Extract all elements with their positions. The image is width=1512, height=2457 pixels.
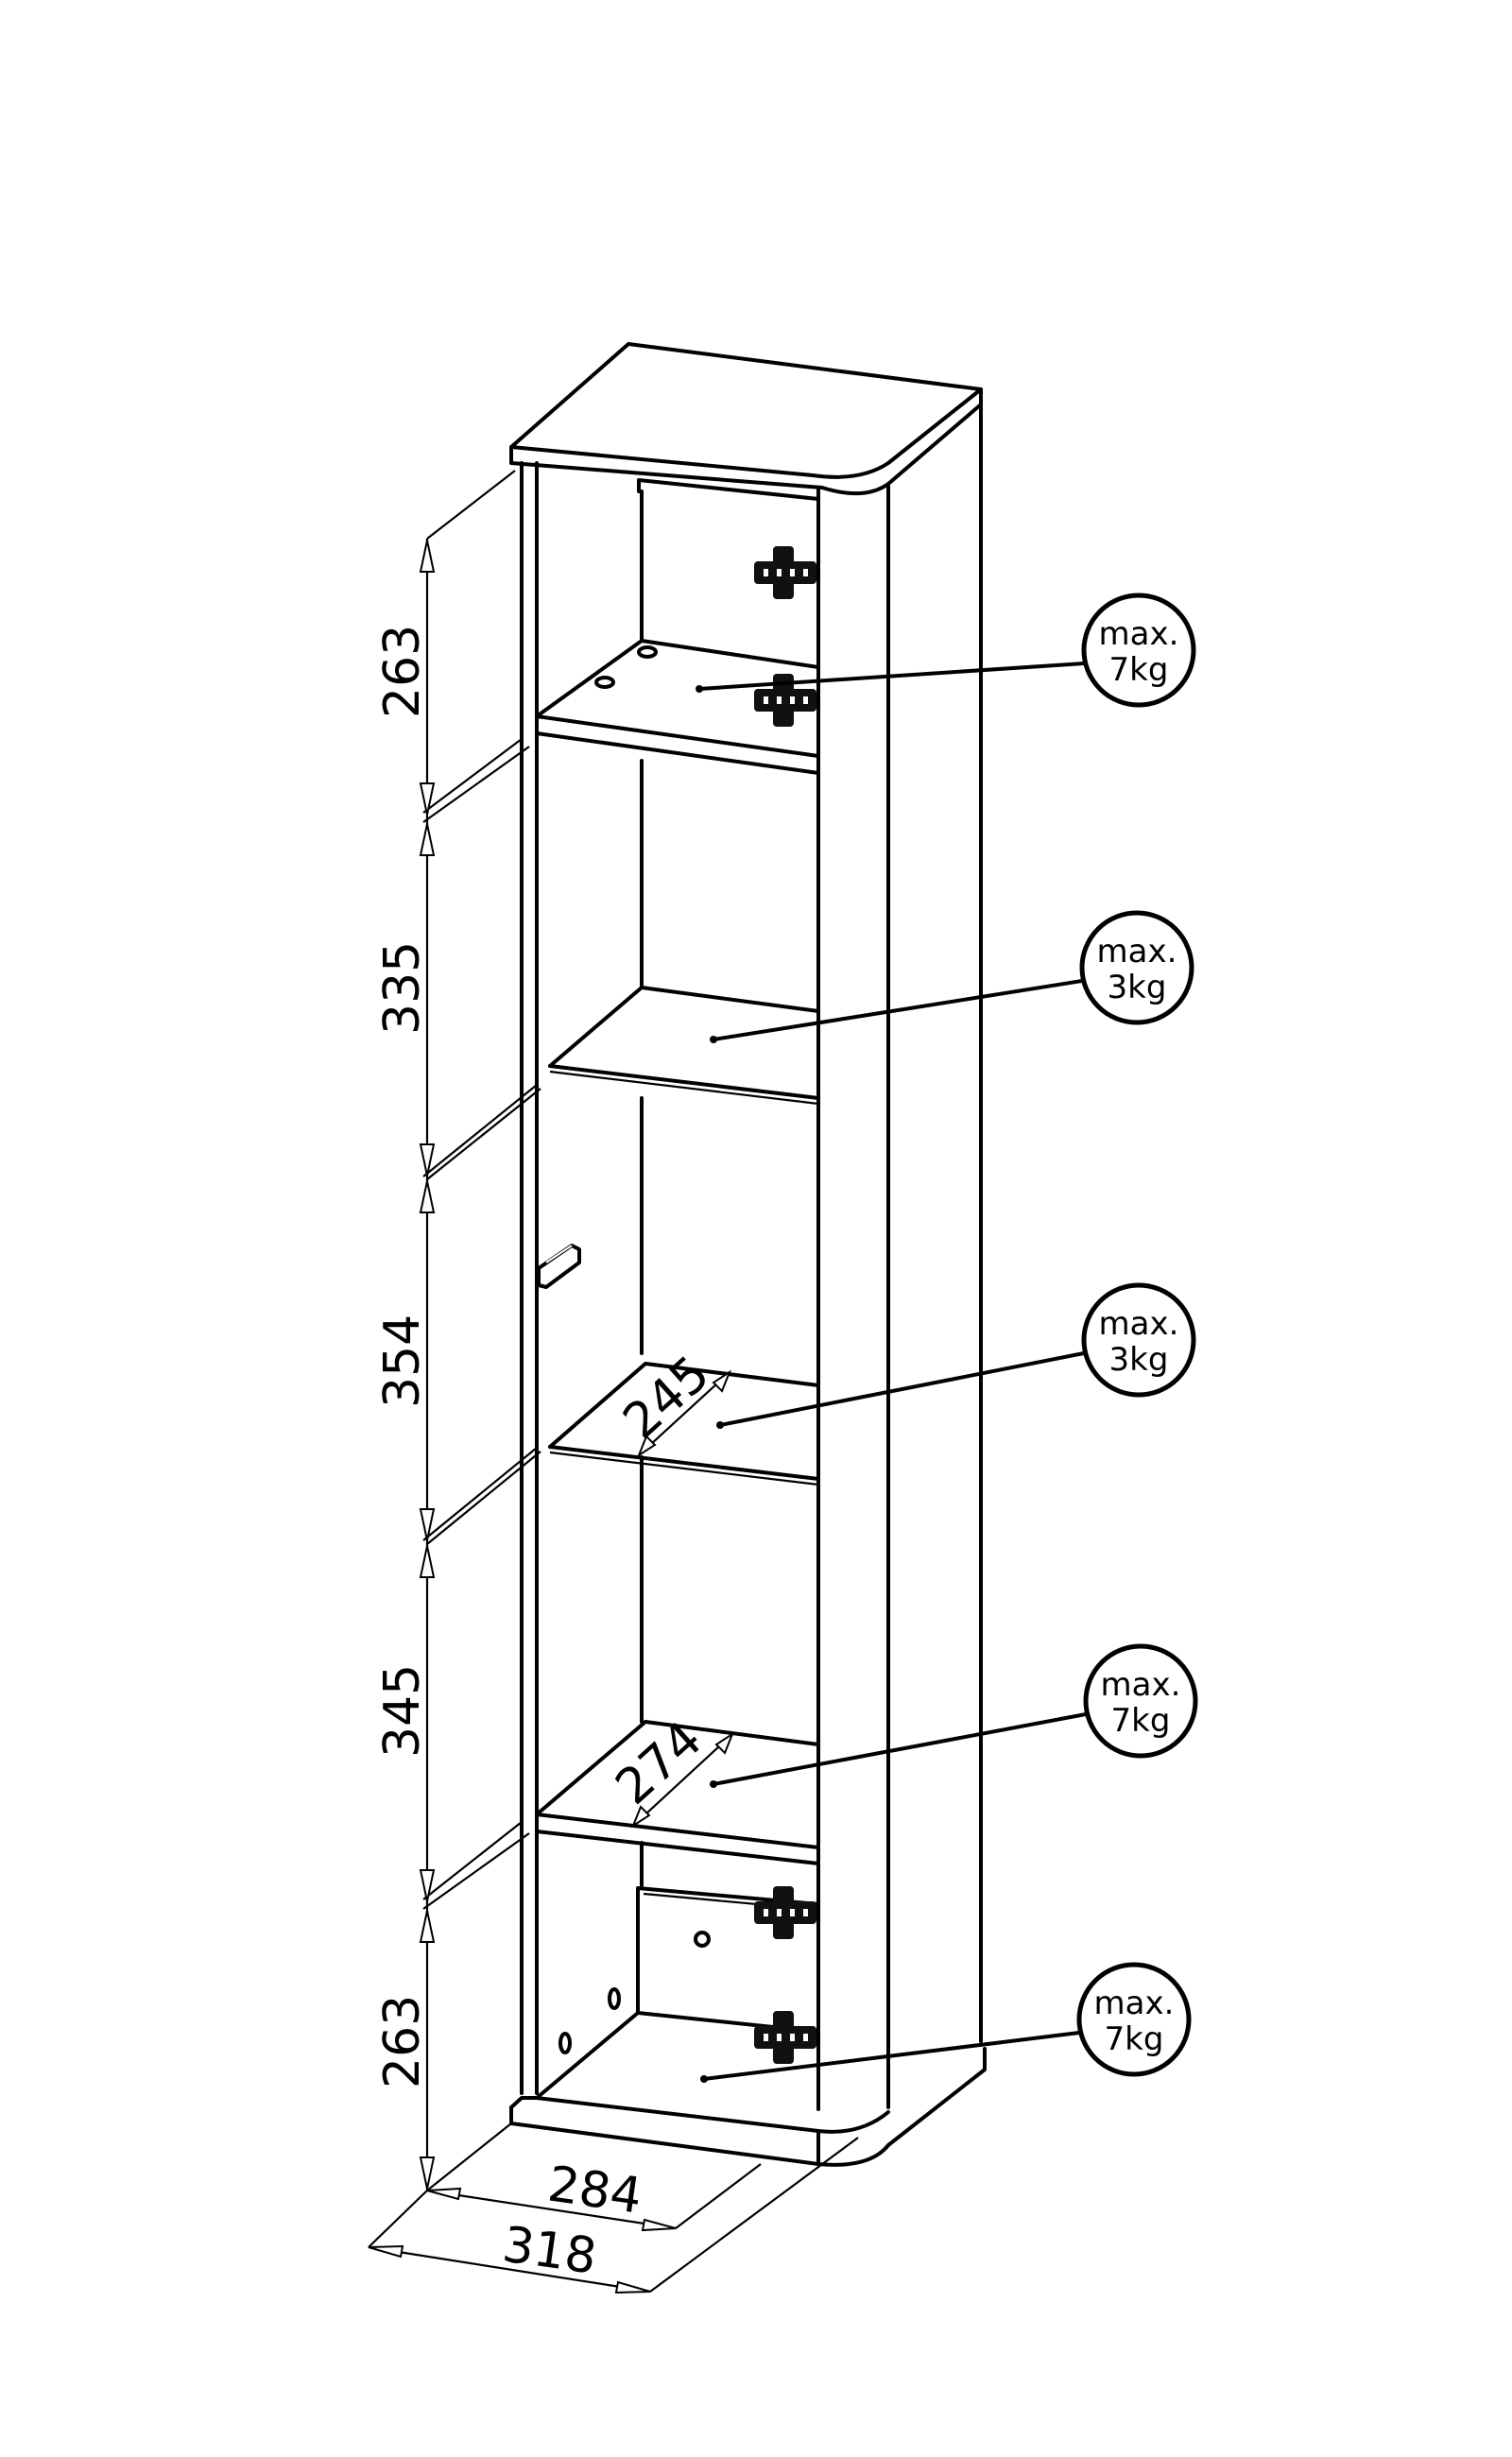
- dim-label-2: 335: [374, 941, 431, 1035]
- callout-circle: [1079, 910, 1194, 1025]
- hinge-icon: [754, 546, 816, 599]
- load-callout: max.7kg: [696, 593, 1196, 708]
- callout-label-line2: 7kg: [1109, 651, 1169, 689]
- load-callout: max.3kg: [710, 910, 1194, 1043]
- hinge-icon: [754, 1886, 816, 1939]
- shelf-4: [535, 1720, 820, 1865]
- hinge-icon: [754, 2011, 816, 2064]
- leader-dot: [710, 1036, 717, 1043]
- callout-label-line1: max.: [1097, 933, 1177, 971]
- callout-label-line1: max.: [1101, 1666, 1181, 1704]
- shelf-1: [535, 639, 820, 775]
- width-label-284: 284: [544, 2156, 645, 2225]
- callout-label-line2: 3kg: [1108, 969, 1167, 1006]
- vertical-dimension-chain: 263 335 354 345 263: [374, 470, 541, 2191]
- dim-label-5: 263: [374, 1995, 431, 2088]
- left-side-panel: [520, 461, 539, 2095]
- callout-label-line1: max.: [1099, 1305, 1179, 1343]
- width-label-318: 318: [499, 2216, 600, 2285]
- callout-circle: [1081, 593, 1196, 708]
- callout-circle: [1083, 1643, 1198, 1759]
- handle: [537, 1244, 581, 1289]
- leader-dot: [696, 685, 703, 693]
- leader-line: [712, 979, 1084, 1041]
- shelf-depth-dimension-upper: 245: [613, 1346, 732, 1458]
- top-panel: [509, 342, 983, 2109]
- callout-label-line2: 7kg: [1111, 1702, 1171, 1740]
- width-dimension-inner: 284: [426, 2122, 762, 2232]
- leader-line: [718, 1351, 1086, 1427]
- leader-line: [697, 662, 1086, 691]
- dim-label-1: 263: [374, 625, 431, 718]
- dim-label-4: 345: [374, 1664, 431, 1758]
- load-callout: max.7kg: [700, 1962, 1192, 2083]
- callout-circle: [1076, 1962, 1192, 2077]
- width-dimension-outer: 318: [368, 2137, 859, 2294]
- callout-label-line2: 3kg: [1109, 1341, 1169, 1379]
- callout-circle: [1081, 1282, 1196, 1398]
- dim-label-3: 354: [374, 1314, 431, 1408]
- callout-label-line2: 7kg: [1105, 2020, 1164, 2058]
- hinge-icon: [754, 674, 816, 727]
- hinges: [754, 546, 816, 2064]
- bottom-panel: [509, 2047, 987, 2167]
- depth-label-245: 245: [613, 1346, 721, 1451]
- callout-label-line1: max.: [1099, 615, 1179, 653]
- shelf-depth-dimension-lower: 274: [606, 1711, 735, 1829]
- leader-dot: [716, 1421, 724, 1429]
- leader-line: [702, 2031, 1081, 2081]
- callout-label-line1: max.: [1094, 1984, 1175, 2022]
- leader-dot: [700, 2075, 708, 2083]
- load-callout: max.7kg: [710, 1643, 1198, 1788]
- load-callout: max.3kg: [716, 1282, 1196, 1429]
- leader-dot: [710, 1780, 717, 1788]
- leader-line: [712, 1712, 1088, 1786]
- shelf-3: [548, 1362, 820, 1486]
- shelf-2: [548, 986, 820, 1106]
